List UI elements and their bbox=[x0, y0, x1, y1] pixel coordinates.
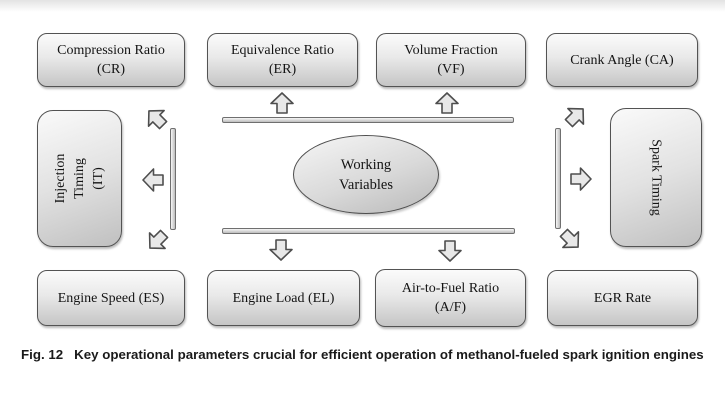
node-volume-fraction: Volume Fraction (VF) bbox=[376, 33, 526, 87]
node-crank-angle: Crank Angle (CA) bbox=[546, 33, 698, 87]
arrow-up-left-icon bbox=[140, 102, 173, 135]
working-variables-label: Working Variables bbox=[339, 156, 393, 193]
arrow-right-icon bbox=[570, 167, 592, 191]
connector-bar-left bbox=[170, 128, 176, 230]
node-label: Equivalence Ratio (ER) bbox=[230, 43, 335, 77]
node-label: Spark Timing bbox=[648, 139, 664, 216]
node-label: Crank Angle (CA) bbox=[570, 52, 674, 68]
arrow-down-icon bbox=[269, 239, 293, 261]
node-engine-load: Engine Load (EL) bbox=[207, 270, 360, 326]
arrow-down-icon bbox=[438, 240, 462, 262]
node-label: Air-to-Fuel Ratio (A/F) bbox=[401, 281, 500, 315]
arrow-up-icon bbox=[435, 92, 459, 114]
node-label: Injection Timing (IT) bbox=[53, 153, 106, 204]
node-injection-timing: Injection Timing (IT) bbox=[37, 110, 122, 247]
node-egr-rate: EGR Rate bbox=[547, 270, 698, 326]
node-label: Volume Fraction (VF) bbox=[404, 43, 498, 77]
node-equivalence-ratio: Equivalence Ratio (ER) bbox=[207, 33, 358, 87]
node-label: Compression Ratio (CR) bbox=[57, 43, 165, 77]
connector-bar-bottom bbox=[222, 228, 515, 234]
node-compression-ratio: Compression Ratio (CR) bbox=[37, 33, 185, 87]
page-top-shade bbox=[0, 0, 725, 12]
arrow-up-right-icon bbox=[560, 100, 593, 133]
figure-caption-text: Key operational parameters crucial for e… bbox=[74, 347, 704, 362]
arrow-up-icon bbox=[270, 92, 294, 114]
node-label: Engine Load (EL) bbox=[232, 290, 335, 306]
arrow-down-right-icon bbox=[555, 224, 588, 257]
node-label: Engine Speed (ES) bbox=[57, 290, 165, 306]
arrow-left-icon bbox=[142, 168, 164, 192]
node-engine-speed: Engine Speed (ES) bbox=[37, 270, 185, 326]
node-air-to-fuel-ratio: Air-to-Fuel Ratio (A/F) bbox=[375, 269, 526, 327]
connector-bar-top bbox=[222, 117, 514, 123]
working-variables-ellipse: Working Variables bbox=[293, 135, 439, 214]
arrow-down-left-icon bbox=[141, 225, 174, 258]
node-label: EGR Rate bbox=[593, 290, 652, 306]
figure-caption-number: Fig. 12 bbox=[21, 347, 64, 362]
figure-caption: Fig. 12 Key operational parameters crucia… bbox=[21, 346, 705, 365]
node-spark-timing: Spark Timing bbox=[610, 108, 702, 247]
connector-bar-right bbox=[555, 128, 561, 229]
